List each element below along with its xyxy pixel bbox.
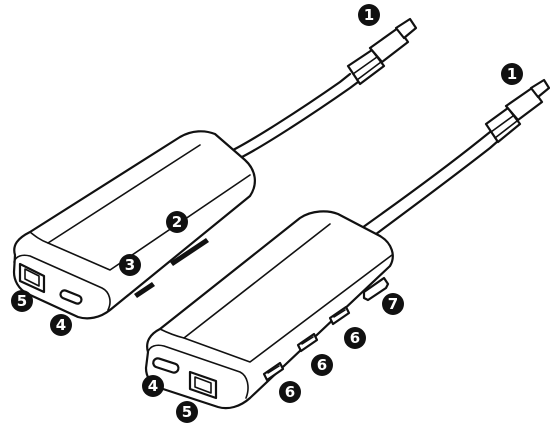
callout-hub-a-port-5: 5	[11, 290, 33, 312]
hub-b	[144, 78, 550, 410]
callout-label: 1	[507, 65, 517, 83]
callout-badge	[166, 211, 188, 233]
hub-a-sd-slot	[170, 238, 209, 266]
callout-hub-a-port-4: 4	[50, 314, 72, 336]
hub-b-cable-edge	[362, 139, 500, 245]
callout-hub-b-connector: 1	[501, 63, 523, 85]
callout-hub-b-port-5: 5	[176, 401, 198, 423]
callout-badge	[358, 4, 380, 26]
callout-hub-b-port-6c: 6	[344, 327, 366, 349]
callout-label: 1	[364, 6, 374, 24]
callout-hub-b-port-6b: 6	[311, 354, 333, 376]
callout-label: 6	[317, 356, 327, 374]
hub-b-cable	[350, 130, 492, 237]
callout-hub-a-port-3: 3	[119, 254, 141, 276]
hub-a-usb-c-port	[59, 289, 83, 305]
callout-label: 6	[350, 329, 360, 347]
hub-a	[12, 17, 418, 320]
callout-label: 2	[172, 213, 182, 231]
callout-badge	[501, 63, 523, 85]
callout-hub-a-connector: 1	[358, 4, 380, 26]
callout-badge	[344, 327, 366, 349]
hub-b-hdmi-port	[362, 276, 390, 302]
callout-badge	[142, 375, 164, 397]
callout-badge	[311, 354, 333, 376]
callout-label: 3	[125, 256, 135, 274]
callout-hub-b-port-6a: 6	[279, 381, 301, 403]
hub-a-front-face	[13, 254, 111, 311]
callout-label: 7	[388, 295, 398, 313]
hub-a-cable	[227, 72, 352, 154]
callout-label: 4	[56, 316, 66, 334]
callout-label: 4	[148, 377, 158, 395]
callout-hub-b-port-4: 4	[142, 375, 164, 397]
hub-a-usb-c-plug	[368, 26, 410, 64]
callout-badge	[176, 401, 198, 423]
callout-label: 5	[182, 403, 192, 421]
hub-a-microsd-slot	[134, 282, 155, 298]
callout-badge	[382, 293, 404, 315]
callout-badge	[119, 254, 141, 276]
hub-b-ethernet-port	[188, 370, 218, 400]
callout-badge	[279, 381, 301, 403]
hub-b-front-face	[147, 344, 249, 399]
callout-hub-a-port-2: 2	[166, 211, 188, 233]
hub-a-cable-edge	[238, 80, 360, 160]
hub-b-usb-c-port	[152, 357, 180, 374]
callout-badge	[11, 290, 33, 312]
hub-b-usb-c-plug	[504, 86, 544, 122]
callout-label: 6	[285, 383, 295, 401]
callout-hub-b-port-7: 7	[382, 293, 404, 315]
callout-label: 5	[17, 292, 27, 310]
callout-badge	[50, 314, 72, 336]
